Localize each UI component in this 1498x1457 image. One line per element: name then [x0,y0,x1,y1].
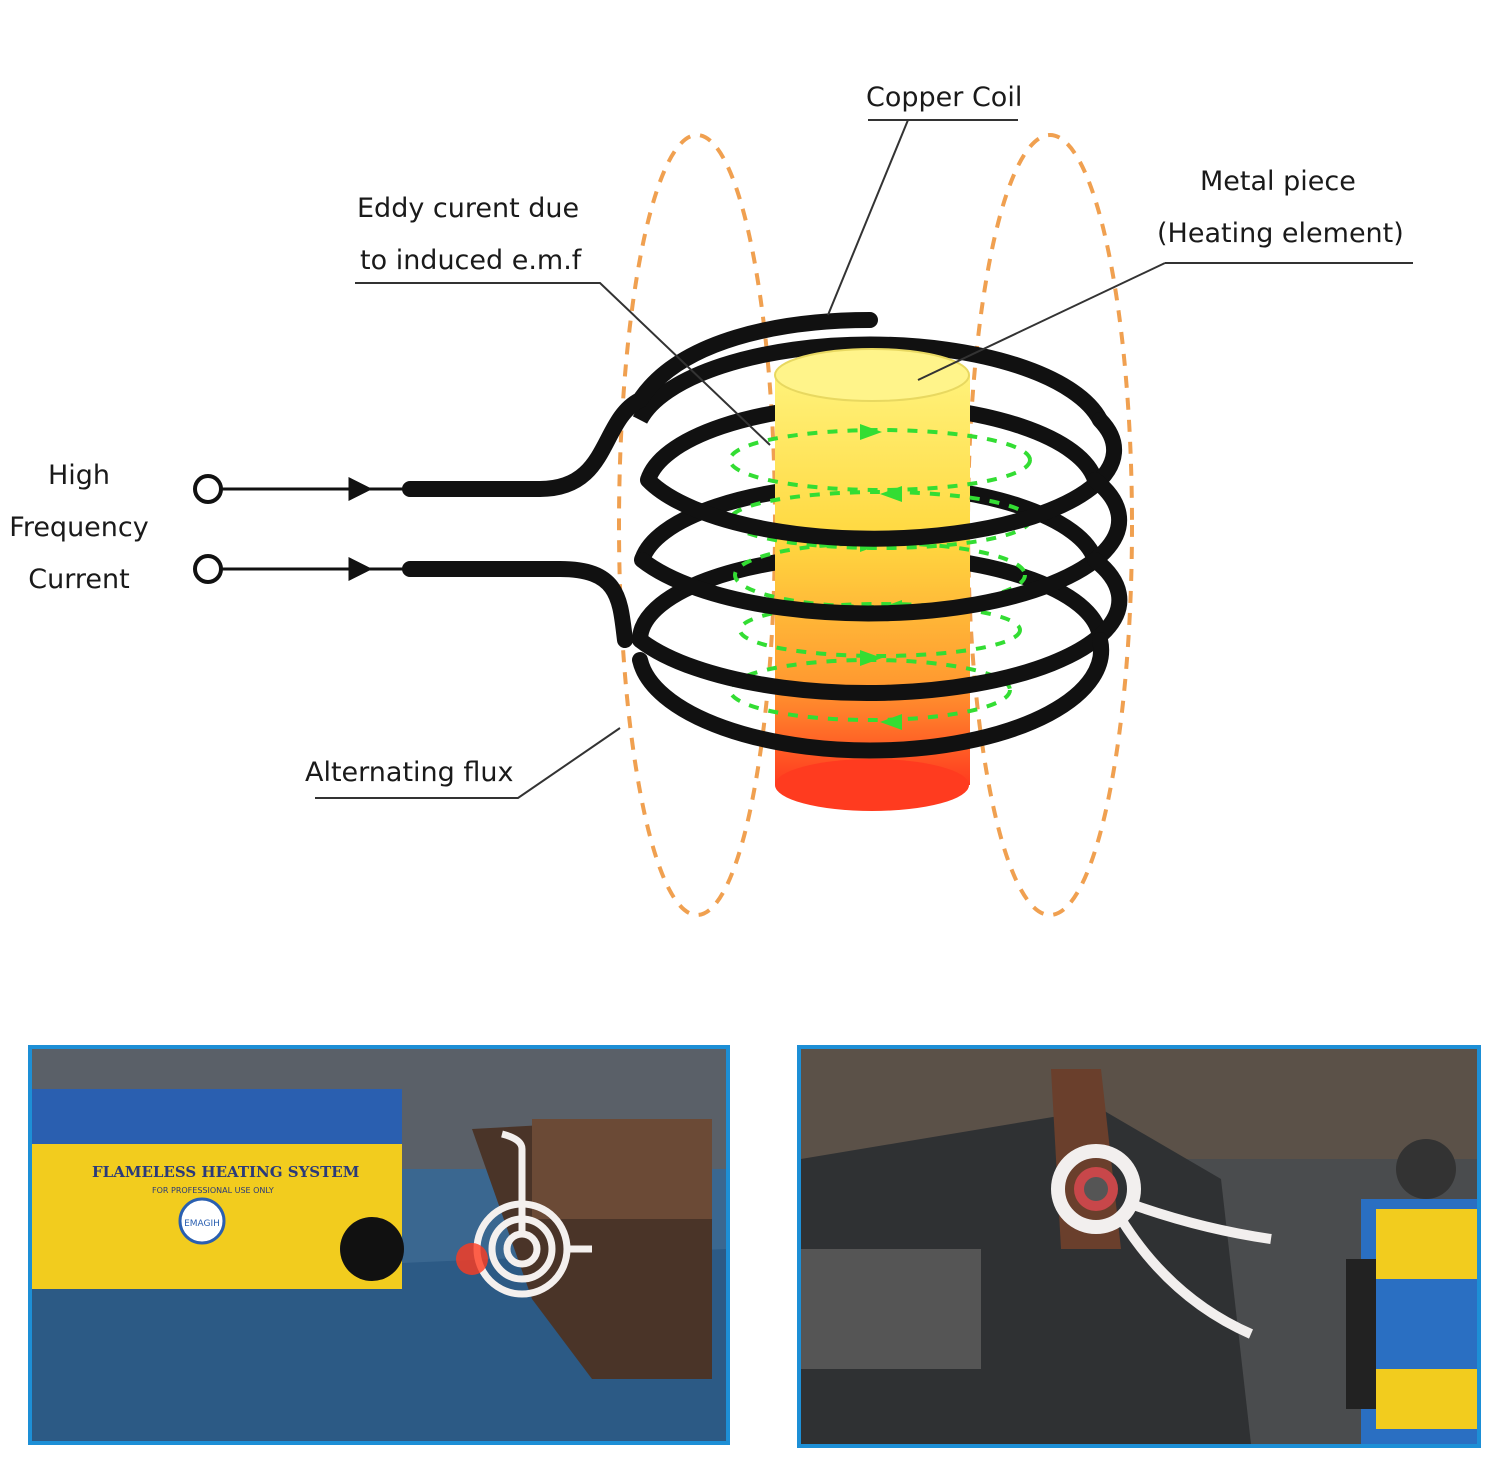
photo-coil-on-bolt [797,1045,1481,1448]
device-sublabel: FOR PROFESSIONAL USE ONLY [152,1186,274,1195]
white-coil [1051,1144,1272,1339]
label-heating-element: (Heating element) [1157,218,1404,249]
label-copper-coil: Copper Coil [866,82,1022,113]
induction-heating-diagram: Copper Coil Metal piece (Heating element… [9,82,1413,917]
device-label: FLAMELESS HEATING SYSTEM [92,1163,359,1181]
label-eddy-line2: to induced e.m.f [360,245,583,276]
logo-text: EMAGIH [184,1219,220,1229]
label-alternating-flux: Alternating flux [305,757,513,788]
leader-lines [315,119,1413,799]
photo-heater-spiral-coil: FLAMELESS HEATING SYSTEM FOR PROFESSIONA… [28,1045,730,1445]
spiral-coil [473,1130,592,1298]
emagih-logo [178,1197,226,1245]
label-eddy-line1: Eddy curent due [357,193,579,224]
label-current: Current [28,564,129,595]
hf-input-terminals [193,474,410,584]
heater-device-right [1346,1139,1477,1444]
label-frequency: Frequency [9,512,149,543]
label-metal-piece: Metal piece [1200,166,1356,197]
copper-coil [402,312,1128,759]
heater-device: FLAMELESS HEATING SYSTEM FOR PROFESSIONA… [32,1089,404,1289]
label-high: High [48,460,110,491]
